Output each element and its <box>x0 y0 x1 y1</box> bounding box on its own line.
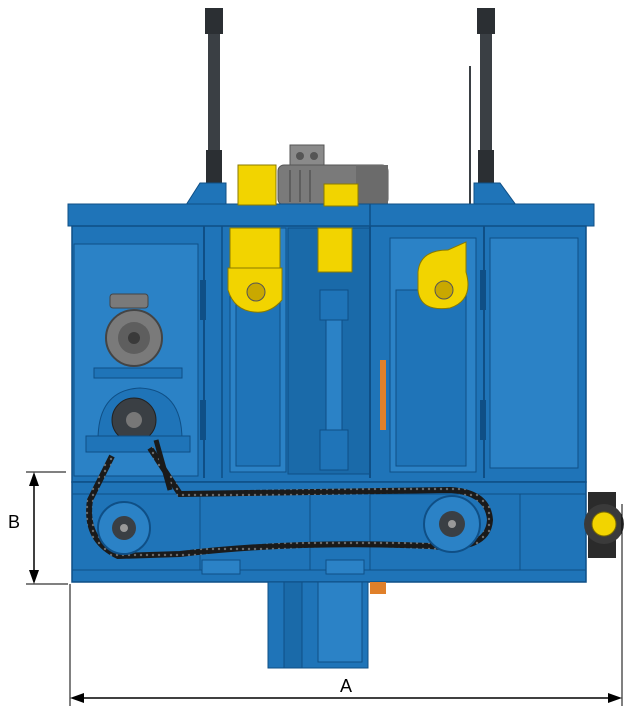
dimension-b <box>26 471 68 585</box>
hydraulic-rod-right <box>469 8 495 205</box>
yellow-fan-right <box>417 241 469 310</box>
lower-base <box>71 481 587 583</box>
hydraulic-rod-left <box>205 8 223 198</box>
top-beam <box>67 203 595 227</box>
lower-column <box>267 581 386 669</box>
sprocket-left <box>97 501 151 555</box>
side-motor <box>93 293 183 379</box>
yellow-lift-block-left <box>227 164 283 313</box>
dimension-a-label: A <box>340 676 352 696</box>
side-gear-wheel <box>584 492 624 558</box>
dimension-b-label: B <box>8 512 20 532</box>
sprocket-right <box>423 495 481 553</box>
yellow-lift-block-center <box>317 183 359 273</box>
drive-chain <box>86 439 494 560</box>
dimension-a <box>69 504 623 706</box>
drive-sprocket-upper <box>85 387 191 453</box>
